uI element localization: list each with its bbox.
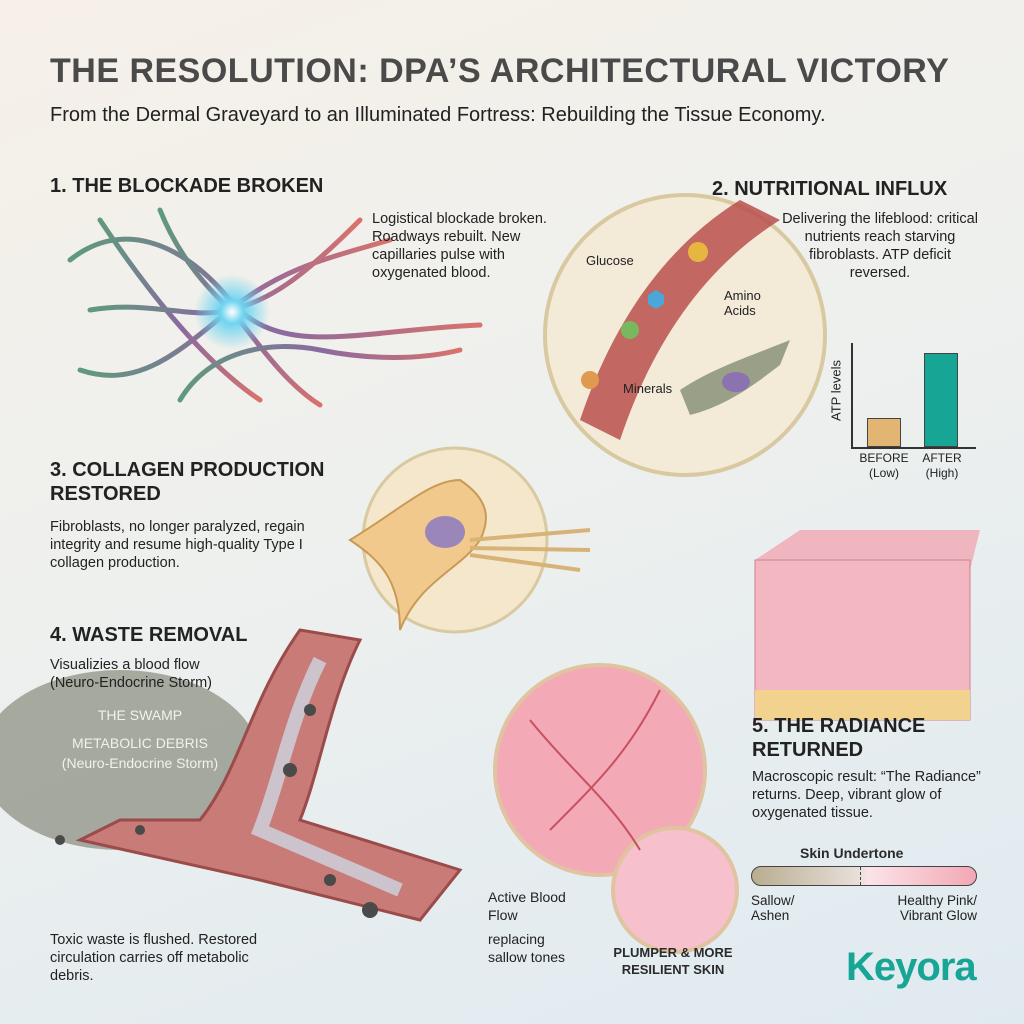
s3-heading: 3. COLLAGEN PRODUCTION RESTORED <box>50 459 325 505</box>
capillary-network-illustration <box>67 207 483 408</box>
glucose-label: Glucose <box>586 253 634 268</box>
swamp-title: THE SWAMP <box>97 707 183 723</box>
s5-heading: 5. THE RADIANCE RETURNED <box>752 715 926 761</box>
s1-body: Logistical blockade broken. Roadways reb… <box>372 211 547 281</box>
bar-after <box>924 352 958 447</box>
page-title: THE RESOLUTION: DPA’S ARCHITECTURAL VICT… <box>50 52 950 90</box>
bar-label-before: BEFORE(Low) <box>859 451 909 480</box>
fibroblast-collagen-illustration <box>348 446 591 634</box>
page-subtitle: From the Dermal Graveyard to an Illumina… <box>50 104 826 126</box>
undertone-right-label: Healthy Pink/ Vibrant Glow <box>897 893 977 923</box>
chart-ylabel: ATP levels <box>828 360 844 421</box>
active-blood-flow-label: Active Blood Flow <box>488 889 566 923</box>
undertone-scale <box>751 866 977 886</box>
s2-heading: 2. NUTRITIONAL INFLUX <box>712 178 948 200</box>
undertone-left-label: Sallow/ Ashen <box>751 893 795 923</box>
s3-body: Fibroblasts, no longer paralyzed, regain… <box>50 519 305 571</box>
s5-body: Macroscopic result: “The Radiance” retur… <box>752 769 981 821</box>
swamp-debris-label: METABOLIC DEBRIS <box>72 735 208 751</box>
x-axis <box>851 447 976 449</box>
s4-heading: 4. WASTE REMOVAL <box>50 624 248 646</box>
minerals-label: Minerals <box>623 381 673 396</box>
undertone-title: Skin Undertone <box>800 845 904 861</box>
replacing-sallow-label: replacing sallow tones <box>488 931 566 965</box>
undertone-divider <box>860 867 861 885</box>
swamp-sub-label: (Neuro-Endocrine Storm) <box>61 755 219 771</box>
waste-removal-vessel-illustration <box>0 628 463 922</box>
keyora-logo: Keyora <box>846 945 977 989</box>
nutrient-vessel-illustration <box>543 193 827 477</box>
swamp-label-group: THE SWAMP METABOLIC DEBRIS (Neuro-Endocr… <box>40 705 240 773</box>
plumper-skin-label: PLUMPER & MORE RESILIENT SKIN <box>613 945 733 977</box>
skin-radiance-illustration <box>493 530 980 954</box>
bar-label-after: AFTER(High) <box>922 451 962 480</box>
s4-footer: Toxic waste is flushed. Restored circula… <box>50 932 258 984</box>
s1-heading: 1. THE BLOCKADE BROKEN <box>50 175 324 197</box>
amino-acids-label: Amino Acids <box>724 288 761 318</box>
s2-body: Delivering the lifeblood: critical nutri… <box>782 211 978 281</box>
atp-chart: ATP levels BEFORE(Low) AFTER(High) <box>828 333 982 480</box>
y-axis <box>851 343 853 448</box>
bar-before <box>867 417 901 447</box>
s4-body: Visualizies a blood flow (Neuro-Endocrin… <box>50 657 212 691</box>
